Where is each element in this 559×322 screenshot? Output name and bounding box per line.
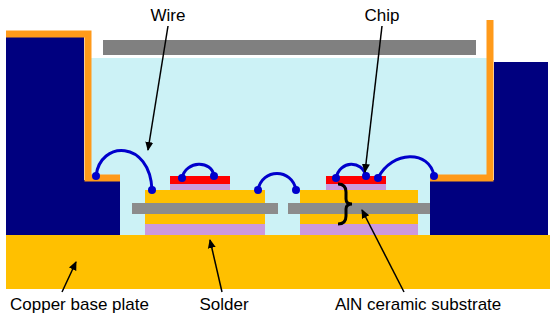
part-label: Chip (365, 6, 400, 26)
solder (170, 184, 230, 190)
terminal-left (6, 34, 120, 178)
housing-left (6, 34, 120, 235)
wire-bonds (92, 172, 438, 194)
copper-layer (300, 214, 418, 224)
copper-base-plate (6, 235, 550, 289)
part-label: Copper base plate (10, 295, 149, 315)
part-label: Solder (199, 295, 248, 315)
ceramic-substrate (132, 203, 278, 214)
part-label: AlN ceramic substrate (335, 295, 501, 315)
copper-layer (300, 190, 418, 203)
solder (300, 224, 418, 235)
bracket (338, 184, 352, 224)
ceramic-substrate (288, 203, 430, 214)
solder (145, 224, 265, 235)
leader-lines (62, 26, 404, 292)
solder (326, 184, 386, 190)
part-label: Wire (151, 6, 186, 26)
lid (103, 40, 476, 55)
bond-wires (96, 151, 434, 190)
copper-layer (145, 190, 265, 203)
copper-layer (145, 214, 265, 224)
